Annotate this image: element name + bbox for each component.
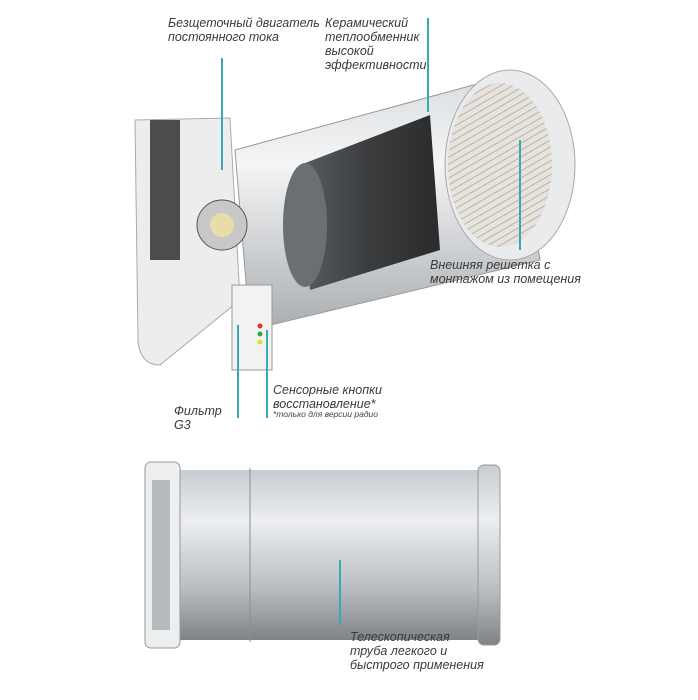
exchanger-face [283, 163, 327, 287]
label-tube: Телескопическая труба легкого и быстрого… [350, 630, 484, 672]
label-sensor: Сенсорные кнопки восстановление* [273, 383, 382, 411]
label-ceramic: Керамический теплообменник высокой эффек… [325, 16, 427, 72]
outer-grille-icon [448, 83, 552, 247]
sensor-led-yellow [257, 339, 263, 345]
sensor-led-red [257, 323, 263, 329]
leader-lines [221, 18, 521, 625]
label-filter: Фильтр G3 [174, 404, 222, 432]
panel-inner [150, 120, 180, 260]
ventilator-unit [134, 69, 576, 371]
ceramic-exchanger-icon [300, 115, 440, 290]
label-motor: Безщеточный двигатель постоянного тока [168, 16, 320, 44]
label-sensor-note: *только для версии радио [273, 409, 378, 419]
sensor-led-green [257, 331, 263, 337]
telescopic-tube [144, 461, 501, 649]
label-outer-grille: Внешняя решетка с монтажом из помещения [430, 258, 581, 286]
